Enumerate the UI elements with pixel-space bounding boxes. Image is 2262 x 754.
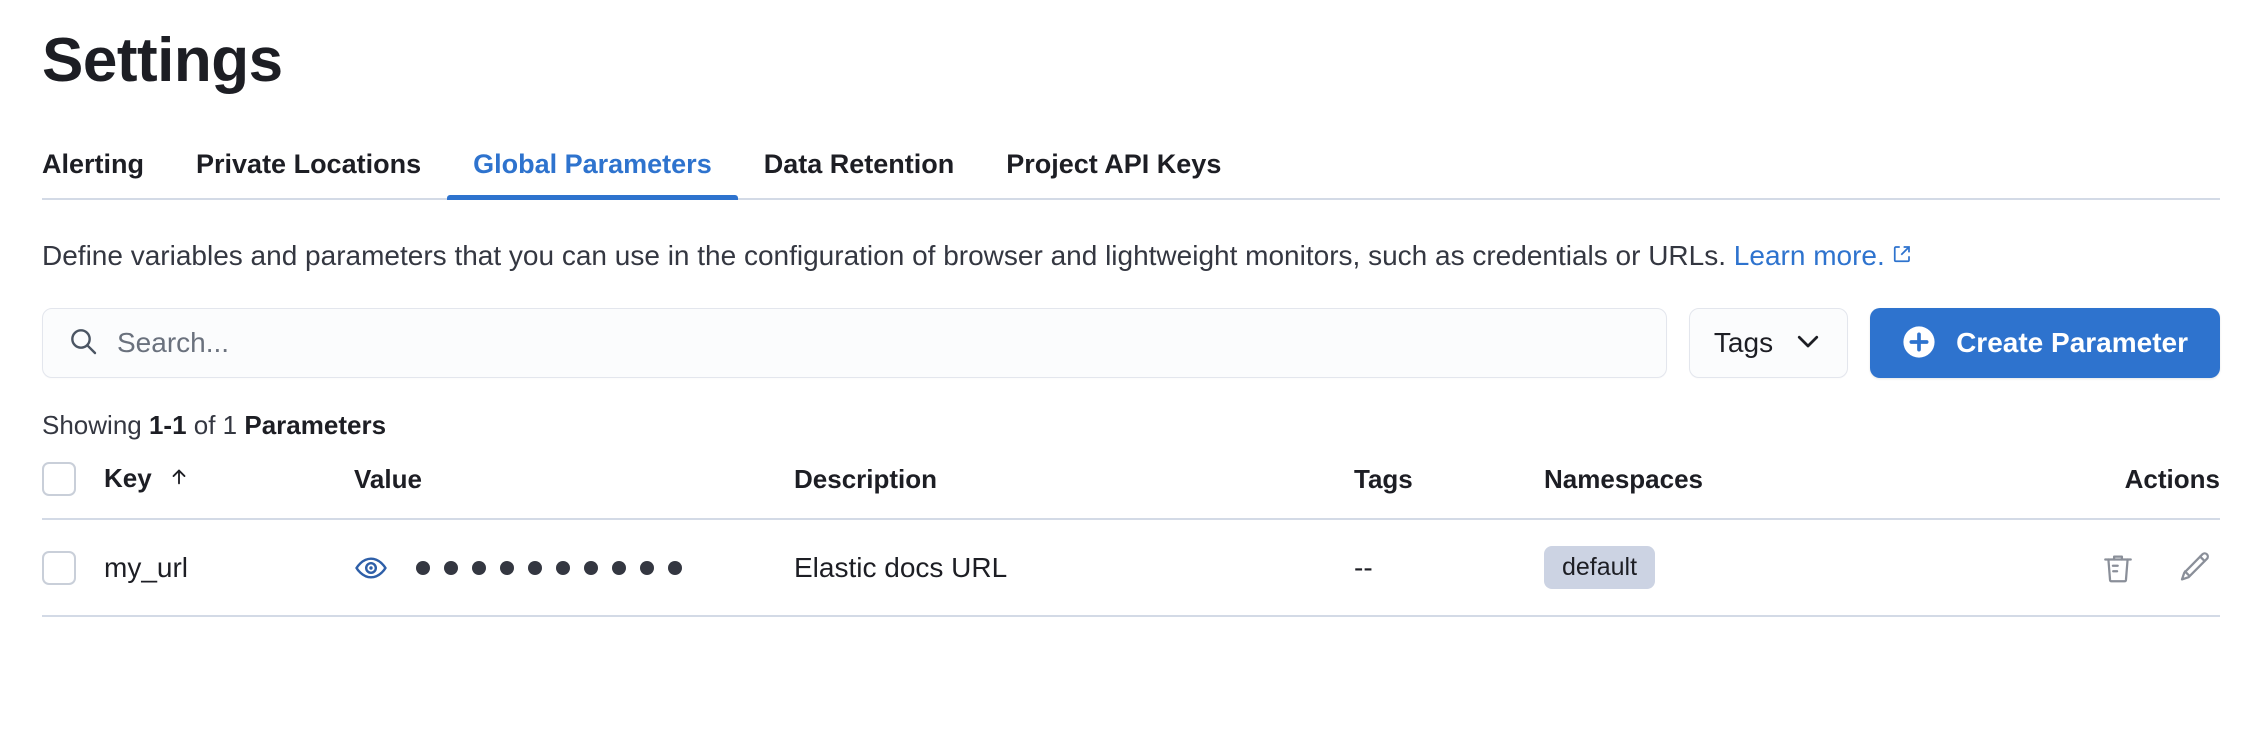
search-placeholder: Search... <box>117 327 230 359</box>
column-header-tags: Tags <box>1354 462 1544 521</box>
tab-private-locations[interactable]: Private Locations <box>196 149 422 179</box>
cell-key: my_url <box>104 519 354 618</box>
eye-icon[interactable] <box>354 551 388 585</box>
description-text: Define variables and parameters that you… <box>42 240 1734 271</box>
column-header-key[interactable]: Key <box>104 462 354 521</box>
pencil-icon[interactable] <box>2176 550 2212 586</box>
external-link-icon <box>1892 234 1912 275</box>
search-input[interactable]: Search... <box>42 308 1667 379</box>
tab-data-retention[interactable]: Data Retention <box>763 149 955 179</box>
chevron-down-icon <box>1793 326 1823 361</box>
column-header-namespaces: Namespaces <box>1544 462 2024 521</box>
page-title: Settings <box>42 26 283 95</box>
masked-value <box>416 560 682 575</box>
column-header-description: Description <box>794 462 1354 521</box>
tags-filter-label: Tags <box>1713 327 1774 359</box>
cell-namespaces: default <box>1544 519 2024 618</box>
results-summary-entity: Parameters <box>244 410 387 441</box>
results-summary-middle: of 1 <box>186 410 245 441</box>
column-header-value: Value <box>354 462 794 521</box>
row-select-checkbox[interactable] <box>42 550 76 585</box>
learn-more-link[interactable]: Learn more. <box>1733 240 1885 271</box>
cell-description: Elastic docs URL <box>794 519 1354 618</box>
table-row: my_url <box>42 519 2220 618</box>
tab-alerting[interactable]: Alerting <box>42 149 145 179</box>
tags-filter-dropdown[interactable]: Tags <box>1688 308 1849 379</box>
column-header-actions: Actions <box>2024 462 2220 521</box>
tab-global-parameters[interactable]: Global Parameters <box>447 151 738 200</box>
parameters-table: Key Value Description Tags Namespaces Ac… <box>42 462 2220 618</box>
toolbar: Search... Tags Create Parameter <box>42 308 2220 379</box>
cell-tags: -- <box>1354 519 1544 618</box>
arrow-up-icon <box>168 464 190 495</box>
tab-project-api-keys[interactable]: Project API Keys <box>1006 149 1222 179</box>
results-summary-prefix: Showing <box>42 410 149 441</box>
settings-tabs: Alerting Private Locations Global Parame… <box>42 134 2220 200</box>
cell-value <box>354 519 794 618</box>
page-description: Define variables and parameters that you… <box>42 234 2212 276</box>
table-header-row: Key Value Description Tags Namespaces Ac… <box>42 462 2220 521</box>
create-parameter-button[interactable]: Create Parameter <box>1870 308 2220 379</box>
trash-icon[interactable] <box>2100 550 2136 586</box>
cell-actions <box>2024 519 2220 618</box>
column-header-key-label: Key <box>104 463 152 494</box>
results-summary: Showing 1-1 of 1 Parameters <box>42 412 2220 438</box>
create-parameter-label: Create Parameter <box>1956 327 2188 359</box>
plus-circle-icon <box>1902 325 1936 362</box>
namespace-badge: default <box>1544 546 1656 590</box>
row-select-cell <box>42 519 104 618</box>
results-summary-range: 1-1 <box>148 410 187 441</box>
search-icon <box>67 325 99 362</box>
select-all-checkbox[interactable] <box>42 462 76 497</box>
select-all-header <box>42 462 104 521</box>
